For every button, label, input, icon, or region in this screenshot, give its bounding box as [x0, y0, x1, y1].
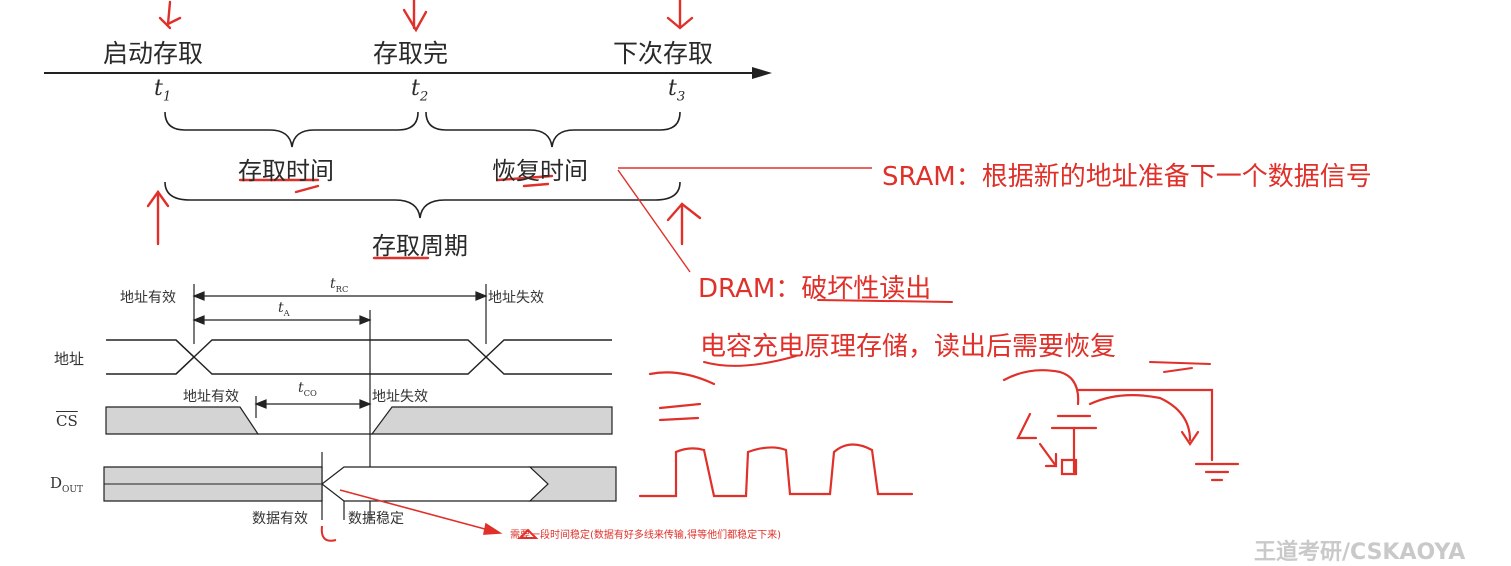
- data-valid-label: 数据有效: [252, 511, 308, 527]
- dout-end-fill: [528, 466, 617, 502]
- access-time-label: 存取时间: [238, 157, 334, 185]
- t2-label: t2: [411, 76, 429, 105]
- signal-cs-label: CS: [56, 412, 78, 430]
- dram-label-note: DRAM：破坏性读出: [698, 274, 932, 304]
- access-cycle-brace: [164, 181, 681, 219]
- sram-note: SRAM：根据新的地址准备下一个数据信号: [882, 162, 1372, 192]
- stabilize-note: 需要一段时间稳定(数据有好多线来传输,得等他们都稳定下来): [510, 530, 781, 541]
- cs-waveform-fill: [105, 406, 260, 435]
- event-next-label: 下次存取: [613, 39, 714, 68]
- recovery-time-label: 恢复时间: [492, 157, 588, 185]
- timeline-arrowhead: [752, 67, 772, 79]
- cs-waveform-fill-2: [370, 406, 613, 435]
- event-done-label: 存取完: [373, 39, 449, 68]
- signal-address-label: 地址: [54, 350, 85, 368]
- t-co-label: tCO: [298, 380, 317, 398]
- red-tri-mark: [517, 528, 539, 539]
- timing-arrows: [192, 291, 488, 409]
- diagram-canvas: [44, 0, 1240, 542]
- hand-sketch-waves: [638, 371, 914, 498]
- addr-valid-label-2: 地址有效: [183, 389, 239, 405]
- dram-detail-note: 电容充电原理存储，读出后需要恢复: [700, 332, 1117, 362]
- access-time-brace: [164, 111, 419, 148]
- access-cycle-label: 存取周期: [372, 232, 468, 260]
- t1-label: t1: [154, 76, 172, 105]
- dram-underlines: [703, 299, 1211, 373]
- t-a-label: tA: [278, 300, 290, 318]
- signal-dout-label: DOUT: [50, 474, 83, 495]
- recovery-time-brace: [425, 111, 681, 148]
- red-arrow-marks: [146, 0, 702, 260]
- addr-valid-label-1: 地址有效: [120, 290, 176, 306]
- t-rc-label: tRC: [330, 276, 349, 294]
- addr-invalid-label-2: 地址失效: [372, 389, 428, 405]
- red-hook-mark: [320, 525, 337, 542]
- addr-invalid-label-1: 地址失效: [488, 290, 544, 306]
- red-pointer-lines: [617, 167, 872, 273]
- t3-label: t3: [668, 76, 686, 105]
- event-start-label: 启动存取: [103, 39, 204, 68]
- data-stable-label: 数据稳定: [348, 511, 404, 527]
- stabilize-pointer: [339, 489, 503, 535]
- dout-data-region: [321, 466, 549, 502]
- watermark-text: 王道考研/CSKAOYA: [1254, 540, 1466, 565]
- hand-sketch-circuit: [1002, 369, 1240, 482]
- address-waveform: [106, 339, 612, 375]
